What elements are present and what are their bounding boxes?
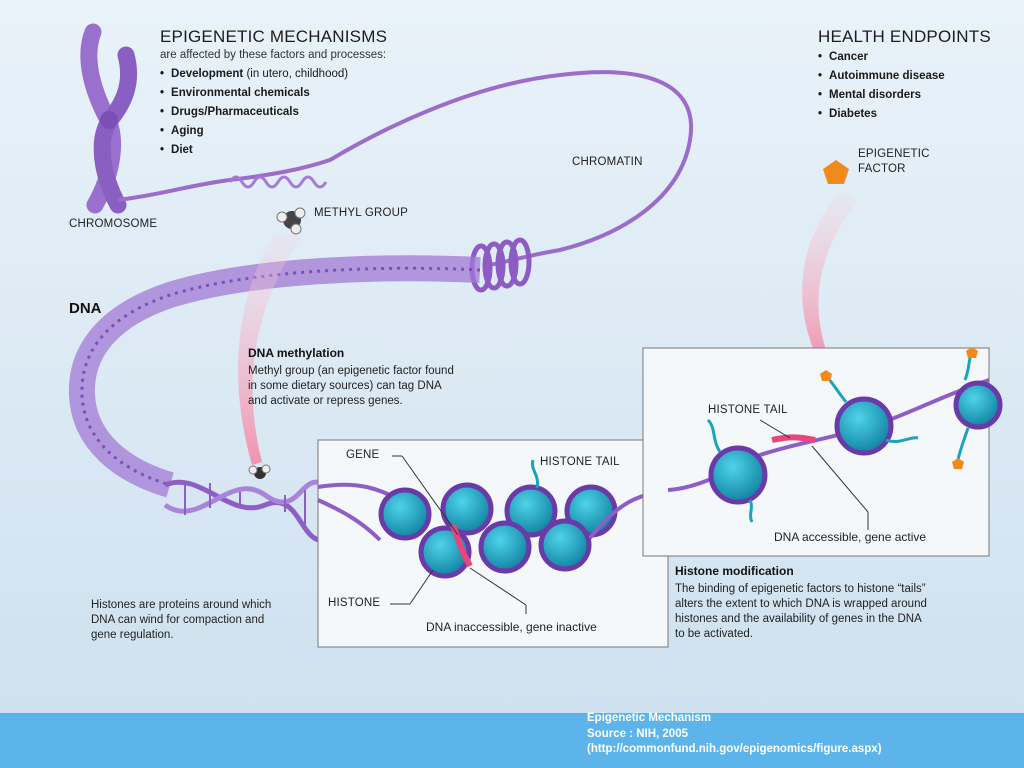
active-chromatin-panel	[642, 347, 990, 557]
dna-label: DNA	[69, 300, 102, 317]
methylation-arrow	[238, 232, 302, 465]
chromosome-label: CHROMOSOME	[69, 218, 158, 230]
chromatin-fiber	[68, 70, 694, 498]
endpoint-item: Diabetes	[818, 105, 945, 124]
caption-source: Source : NIH, 2005	[587, 727, 688, 740]
factors-list: Development (in utero, childhood) Enviro…	[160, 65, 348, 160]
epigenetic-factor-icon	[823, 160, 849, 184]
histone-tail-label-right: HISTONE TAIL	[708, 404, 788, 416]
histones-note: Histones are proteins around which DNA c…	[91, 599, 272, 641]
modification-text: The binding of epigenetic factors to his…	[675, 583, 927, 640]
chromatin-label: CHROMATIN	[572, 156, 643, 168]
epigenetics-figure: EPIGENETIC MECHANISMS are affected by th…	[0, 0, 1024, 713]
histone-tail-label-left: HISTONE TAIL	[540, 456, 620, 468]
health-endpoints-title: HEALTH ENDPOINTS	[818, 27, 991, 46]
methyl-group-icon	[276, 207, 306, 235]
methyl-tag-icon	[248, 464, 271, 479]
dna-accessible-label: DNA accessible, gene active	[774, 530, 927, 544]
mechanisms-title: EPIGENETIC MECHANISMS	[160, 27, 388, 46]
factor-item: Diet	[160, 141, 348, 160]
mechanisms-subtitle: are affected by these factors and proces…	[160, 49, 387, 61]
methylation-title: DNA methylation	[248, 346, 345, 360]
factor-item: Environmental chemicals	[160, 84, 348, 103]
factor-item: Aging	[160, 122, 348, 141]
right-panel-leader-lines	[759, 419, 869, 530]
factor-item: Drugs/Pharmaceuticals	[160, 103, 348, 122]
figure-artwork	[68, 23, 1003, 648]
histone-label: HISTONE	[328, 597, 381, 609]
dna-inaccessible-label: DNA inaccessible, gene inactive	[426, 620, 597, 634]
histone-modification-arrow	[802, 190, 858, 360]
factor-item: Development (in utero, childhood)	[160, 65, 348, 84]
chromosome-shape	[80, 23, 138, 214]
left-panel-leader-lines	[390, 455, 527, 614]
caption-url: (http://commonfund.nih.gov/epigenomics/f…	[587, 743, 882, 755]
modification-title: Histone modification	[675, 564, 794, 578]
gene-label: GENE	[346, 449, 380, 461]
source-caption: Epigenetic Mechanism Source : NIH, 2005 …	[587, 711, 882, 758]
dna-double-helix	[163, 479, 327, 543]
open-histones	[667, 347, 1003, 523]
caption-title: Epigenetic Mechanism	[587, 712, 711, 724]
health-endpoints-list: Cancer Autoimmune disease Mental disorde…	[818, 48, 945, 124]
methylation-text: Methyl group (an epigenetic factor found…	[248, 365, 454, 407]
endpoint-item: Mental disorders	[818, 86, 945, 105]
methyl-group-label: METHYL GROUP	[314, 207, 408, 219]
endpoint-item: Cancer	[818, 48, 945, 67]
endpoint-item: Autoimmune disease	[818, 67, 945, 86]
